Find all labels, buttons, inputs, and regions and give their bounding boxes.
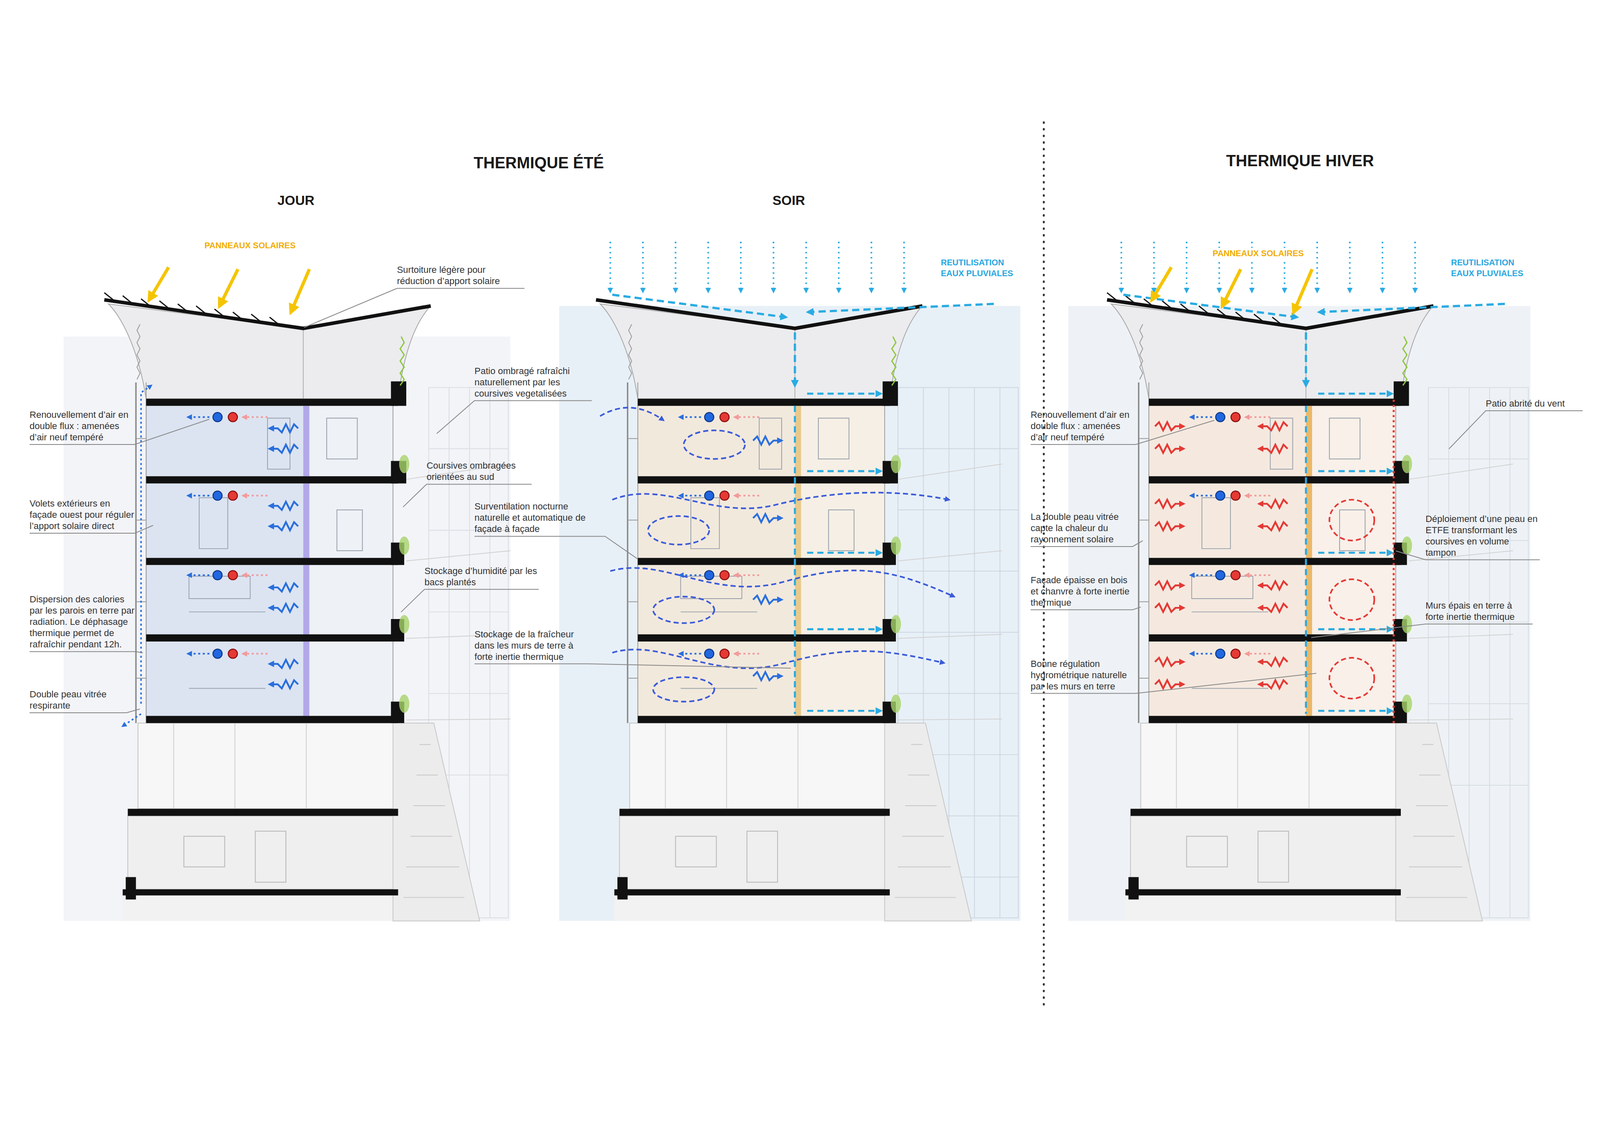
heat-wave [1259,422,1288,431]
annotation: Renouvellement d’air en double flux : am… [29,409,135,443]
radiation-wave [752,514,782,523]
radiation-wave [269,680,299,689]
panel-divider [1042,122,1045,1010]
buffer-circulation [1329,579,1375,621]
night-ventilation [683,430,745,460]
sun-arrow [149,267,310,313]
annotation: Façade épaisse en bois et chanvre à fort… [1030,574,1133,609]
leader-line [400,589,539,613]
solar-panels [1107,292,1283,326]
annotation: La double peau vitrée capte la chaleur d… [1030,511,1133,545]
panel-subheading: JOUR [277,192,315,209]
leader-line [29,651,143,653]
radiation-wave [269,501,299,510]
rainwater-arrow [1121,241,1505,714]
night-ventilation [612,492,950,509]
annotation: Patio ombragé rafraîchi naturellement pa… [474,365,593,400]
annotation: Dispersion des calories par les parois e… [29,593,136,650]
annotation: Volets extérieurs en façade ouest pour r… [29,497,135,532]
annotation: Renouvellement d’air en double flux : am… [1030,409,1136,443]
annotation: Murs épais en terre à forte inertie ther… [1425,600,1533,623]
radiation-wave [269,583,299,592]
radiation-wave [269,603,299,613]
heat-wave [1259,603,1288,613]
winter-panel [1068,241,1531,921]
heat-wave [1155,680,1184,689]
annotation: Double peau vitrée respirante [29,688,127,712]
radiation-wave [752,436,782,445]
night-ventilation [647,516,710,545]
radiation-wave [752,595,782,605]
radiation-wave [269,424,299,433]
sun-arrow [1152,267,1313,313]
rainwater-label: REUTILISATION EAUX PLUVIALES [1450,257,1535,279]
buffer-circulation [1329,500,1375,699]
leader-line [474,664,791,669]
night-ventilation [652,677,715,703]
annotation: Stockage de la fraîcheur dans les murs d… [474,628,589,663]
annotation: Stockage d’humidité par les bacs plantés [424,565,539,588]
summer-day-panel [63,267,510,921]
leader-line [1395,550,1540,560]
rainwater-arrow [610,241,995,714]
panel-subheading: SOIR [772,192,805,209]
radiation-wave [269,444,299,453]
facade-airflow [122,714,141,727]
night-ventilation [600,407,664,421]
radiation-wave [752,672,782,681]
leader-line [474,536,638,560]
night-ventilation [652,596,715,624]
annotation: Surtoiture légère pour réduction d’appor… [397,264,525,287]
facade-airflow [140,385,151,704]
heat-wave [1259,500,1288,509]
air-supply-marker [679,412,760,659]
heat-wave [1155,422,1184,431]
summer-evening-panel [559,241,1021,921]
radiation-wave [269,522,299,531]
heat-wave [1259,680,1288,689]
annotation: Bonne régulation hygrométrique naturelle… [1030,658,1136,693]
facade-airflow [122,385,152,727]
solar-label: PANNEAUX SOLAIRES [1210,247,1306,259]
annotation: Surventilation nocturne naturelle et aut… [474,500,605,535]
heat-wave [1259,522,1288,531]
air-supply-marker [187,412,268,659]
annotation: Patio abrité du vent [1485,397,1583,410]
leader-line [436,400,592,434]
heat-wave [1259,657,1288,667]
solar-label: PANNEAUX SOLAIRES [202,240,298,251]
radiation-wave [269,660,299,669]
etfe-skin [1392,400,1395,725]
leader-line [1449,410,1583,449]
night-ventilation [610,567,955,597]
solar-panels [104,292,280,326]
heat-wave [1155,657,1184,667]
night-ventilation [600,407,955,703]
air-supply-marker [1190,412,1271,659]
heat-wave [1259,581,1288,590]
annotation: Coursives ombragées orientées au sud [426,460,532,483]
heat-wave [1155,444,1184,453]
heat-wave [1155,603,1184,613]
annotation: Déploiement d’une peau en ETFE transform… [1425,513,1540,559]
buffer-circulation [1329,500,1375,541]
building-section [104,300,510,922]
panel-heading: THERMIQUE ÉTÉ [473,154,604,173]
buffer-circulation [1329,657,1375,699]
panel-heading: THERMIQUE HIVER [1226,152,1375,170]
building-section [595,300,1002,922]
heat-wave [1155,500,1184,509]
heat-wave [1259,444,1288,453]
heat-wave [1155,581,1184,590]
heat-wave [1155,522,1184,531]
rainwater-label: REUTILISATION EAUX PLUVIALES [940,257,1025,279]
leader-line [304,288,525,328]
leader-line [1311,624,1533,638]
